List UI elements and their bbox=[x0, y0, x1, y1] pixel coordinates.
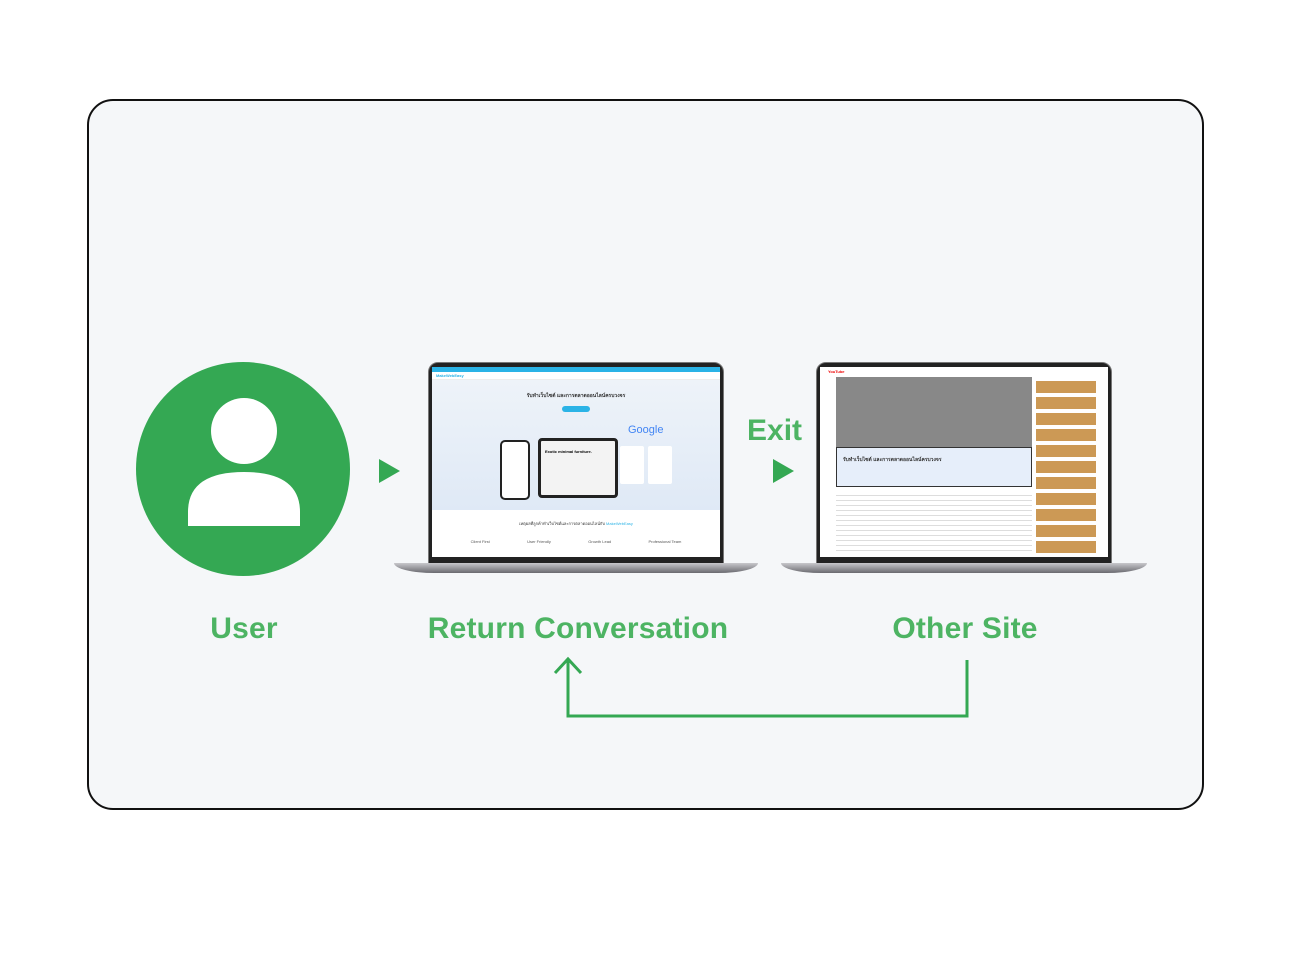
user-avatar-icon bbox=[136, 362, 350, 576]
headline: รับทำเว็บไซต์ และการตลาดออนไลน์ครบวงจร bbox=[526, 393, 626, 399]
brand: YouTube bbox=[828, 368, 845, 374]
feature: User Friendly bbox=[527, 539, 551, 544]
brand-inline: MakeWebEasy bbox=[606, 521, 633, 526]
brand: MakeWebEasy bbox=[436, 373, 464, 378]
makewebeasy-screenshot: MakeWebEasy รับทำเว็บไซต์ และการตลาดออนไ… bbox=[432, 367, 720, 557]
feature: Client First bbox=[470, 539, 490, 544]
exit-label: Exit bbox=[747, 414, 803, 447]
return-conversation-label: Return Conversation bbox=[427, 612, 729, 645]
arrow-right-icon bbox=[773, 459, 794, 483]
arrow-right-icon bbox=[379, 459, 400, 483]
tablet-product: Exotic minimal furniture. bbox=[538, 438, 618, 498]
ad-banner: รับทำเว็บไซต์ และการตลาดออนไลน์ครบวงจร bbox=[836, 447, 1032, 487]
laptop-return-site: MakeWebEasy รับทำเว็บไซต์ และการตลาดออนไ… bbox=[428, 362, 724, 566]
google-logo: Google bbox=[628, 424, 664, 436]
laptop-base bbox=[781, 563, 1147, 573]
section-title: เหตุผลที่ลูกค้าทำเว็บไซต์และการตลาดออนไล… bbox=[519, 521, 605, 526]
other-site-label: Other Site bbox=[892, 612, 1038, 645]
user-label: User bbox=[210, 612, 278, 645]
feature: Growth Lead bbox=[588, 539, 612, 544]
laptop-base bbox=[394, 563, 758, 573]
feature: Professional Team bbox=[648, 539, 682, 544]
youtube-screenshot: YouTube รับทำเว็บไซต์ และการตลาดออนไลน์ค… bbox=[820, 367, 1108, 557]
laptop-other-site: YouTube รับทำเว็บไซต์ และการตลาดออนไลน์ค… bbox=[816, 362, 1112, 566]
